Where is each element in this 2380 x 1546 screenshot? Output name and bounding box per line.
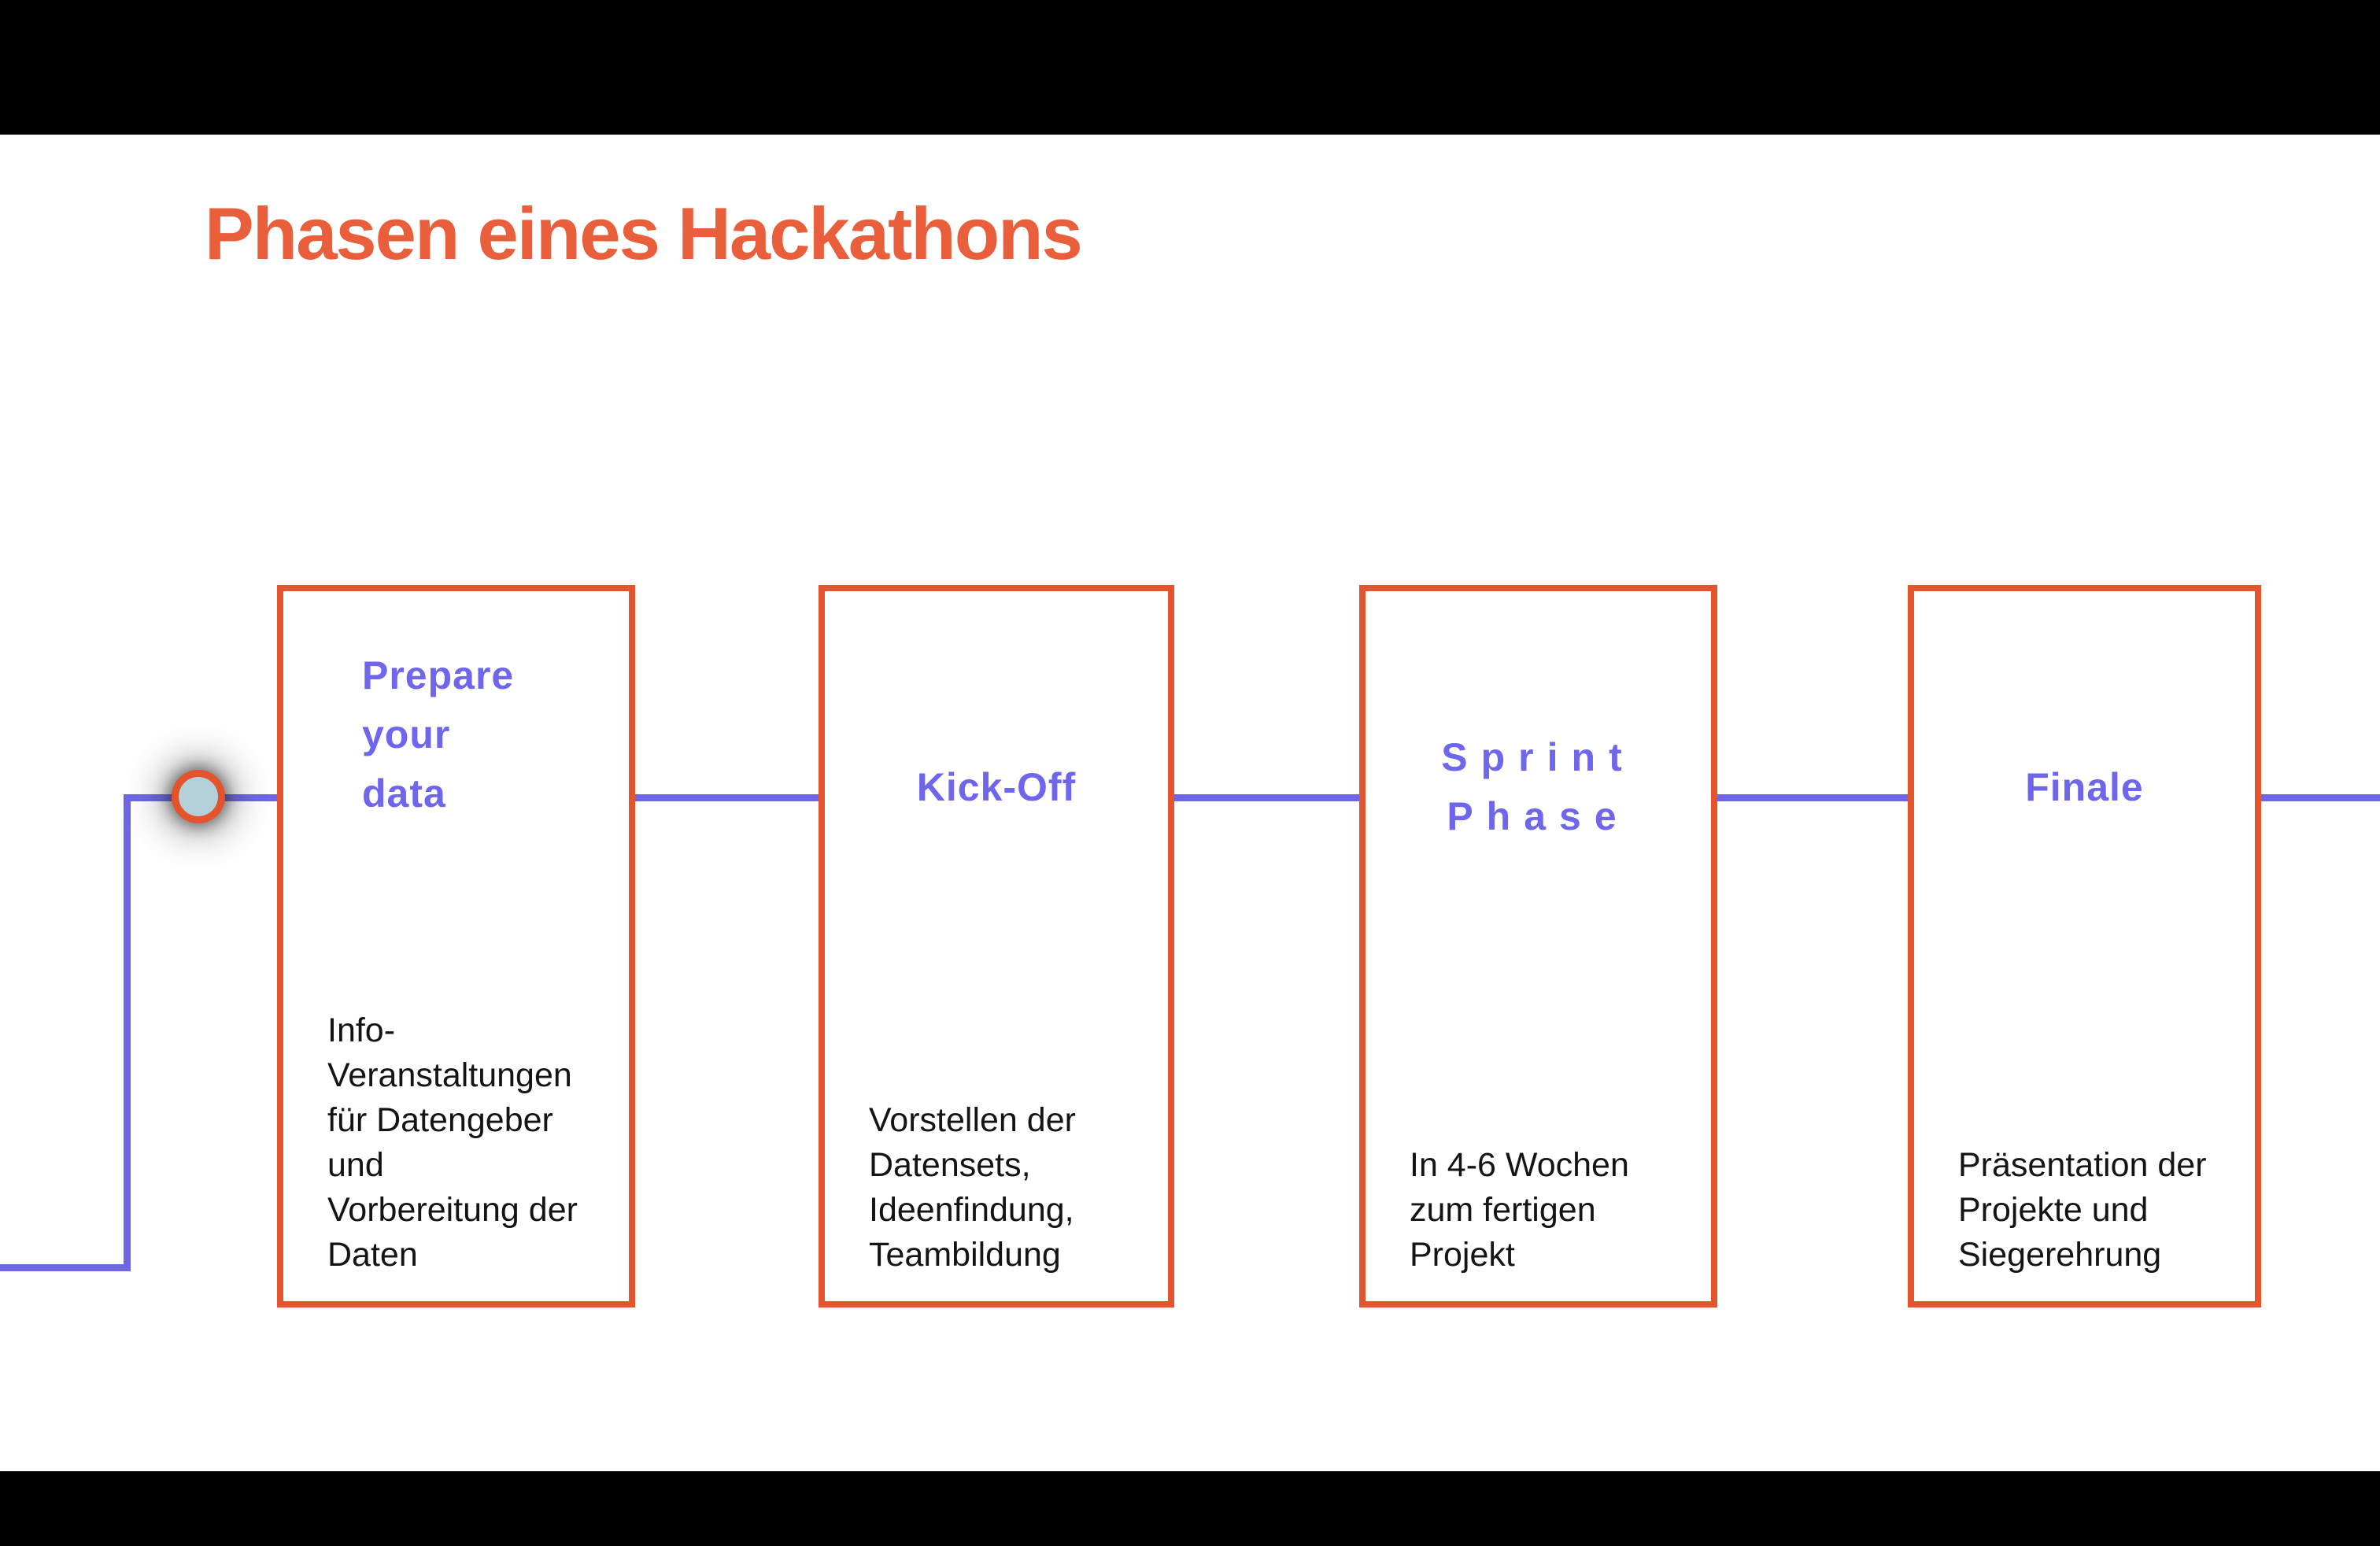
phase-card-prepare-your-data: Prepare your data Info- Veranstaltungen …	[277, 585, 635, 1307]
phase-title: Prepare your data	[362, 653, 515, 816]
connector-segment-2-3	[1173, 794, 1360, 801]
phase-description: Präsentation der Projekte und Siegerehru…	[1958, 1146, 2207, 1274]
slide-title: Phasen eines Hackathons	[205, 192, 1083, 275]
phase-description: Vorstellen der Datensets, Ideenfindung, …	[869, 1101, 1076, 1274]
connector-segment-left-vertical	[124, 794, 131, 1271]
phase-card-kick-off: Kick-Off Vorstellen der Datensets, Ideen…	[819, 585, 1174, 1307]
phase-title: Kick-Off	[916, 765, 1077, 809]
connector-segment-end	[2260, 794, 2380, 801]
phase-title: Sprint Phase	[1441, 735, 1635, 838]
connector-segment-left-horizontal	[0, 1264, 131, 1271]
connector-segment-3-4	[1717, 794, 1909, 801]
connector-segment-1-2	[634, 794, 819, 801]
phase-card-finale: Finale Präsentation der Projekte und Sie…	[1908, 585, 2261, 1307]
phase-description: In 4-6 Wochen zum fertigen Projekt	[1410, 1146, 1629, 1274]
timeline-node-circle	[172, 770, 225, 823]
phase-title: Finale	[2025, 765, 2144, 809]
phase-card-sprint-phase: Sprint Phase In 4-6 Wochen zum fertigen …	[1359, 585, 1717, 1307]
phase-description: Info- Veranstaltungen für Datengeber und…	[327, 1012, 578, 1274]
